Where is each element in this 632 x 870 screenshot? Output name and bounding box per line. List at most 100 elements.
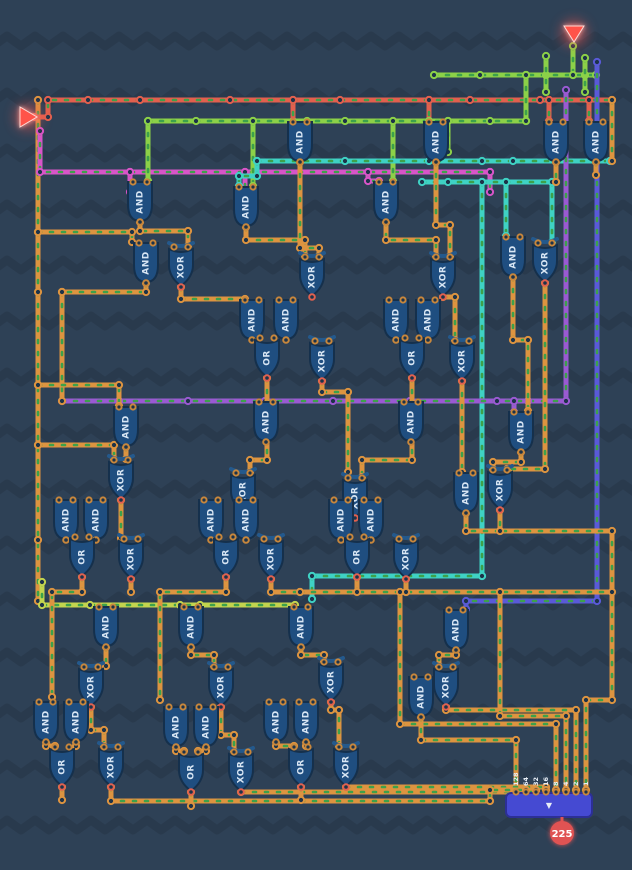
gate-input-pin[interactable] xyxy=(110,456,118,464)
and-gate[interactable]: AND xyxy=(287,118,313,166)
wire-junction[interactable] xyxy=(551,177,561,187)
input-switch-icon[interactable] xyxy=(563,25,585,43)
gate-input-pin[interactable] xyxy=(120,535,128,543)
wire-junction[interactable] xyxy=(43,112,53,122)
xor-gate[interactable]: XOR xyxy=(117,533,145,583)
wire-junction[interactable] xyxy=(37,600,47,610)
gate-input-pin[interactable] xyxy=(165,703,173,711)
gate-input-pin[interactable] xyxy=(425,118,433,126)
wire-junction[interactable] xyxy=(135,226,145,236)
and-gate[interactable]: AND xyxy=(508,408,534,456)
and-gate[interactable]: AND xyxy=(415,296,441,344)
wire-junction[interactable] xyxy=(461,596,471,606)
gate-input-pin[interactable] xyxy=(244,748,252,756)
gate-input-pin[interactable] xyxy=(200,496,208,504)
gate-output-pin[interactable] xyxy=(592,158,600,166)
wire-junction[interactable] xyxy=(561,396,571,406)
gate-input-pin[interactable] xyxy=(439,118,447,126)
wire-junction[interactable] xyxy=(352,587,362,597)
and-gate[interactable]: AND xyxy=(253,398,279,446)
wire-junction[interactable] xyxy=(516,457,526,467)
gate-output-pin[interactable] xyxy=(439,293,447,301)
gate-input-pin[interactable] xyxy=(290,743,298,751)
gate-output-pin[interactable] xyxy=(122,443,130,451)
and-gate[interactable]: AND xyxy=(453,469,479,517)
wire-junction[interactable] xyxy=(395,587,405,597)
gate-input-pin[interactable] xyxy=(295,698,303,706)
wire-junction[interactable] xyxy=(334,705,344,715)
gate-input-pin[interactable] xyxy=(214,496,222,504)
gate-output-pin[interactable] xyxy=(296,158,304,166)
wire-junction[interactable] xyxy=(307,571,317,581)
wire-junction[interactable] xyxy=(477,156,487,166)
gate-input-pin[interactable] xyxy=(417,296,425,304)
wire-junction[interactable] xyxy=(109,440,119,450)
wire-junction[interactable] xyxy=(229,730,239,740)
wire-junction[interactable] xyxy=(568,70,578,80)
gate-input-pin[interactable] xyxy=(360,533,368,541)
gate-input-pin[interactable] xyxy=(516,233,524,241)
wire-junction[interactable] xyxy=(127,227,137,237)
wire-junction[interactable] xyxy=(191,116,201,126)
wire-junction[interactable] xyxy=(511,735,521,745)
gate-input-pin[interactable] xyxy=(35,698,43,706)
wire-junction[interactable] xyxy=(176,294,186,304)
wire-junction[interactable] xyxy=(580,87,590,97)
wire-junction[interactable] xyxy=(388,116,398,126)
input-switch-icon[interactable] xyxy=(19,106,38,128)
gate-input-pin[interactable] xyxy=(179,703,187,711)
gate-input-pin[interactable] xyxy=(69,496,77,504)
gate-output-pin[interactable] xyxy=(458,377,466,385)
wire-junction[interactable] xyxy=(77,587,87,597)
gate-input-pin[interactable] xyxy=(256,334,264,342)
and-gate[interactable]: AND xyxy=(233,183,259,231)
gate-output-pin[interactable] xyxy=(207,536,215,544)
and-gate[interactable]: AND xyxy=(358,496,384,544)
wire-junction[interactable] xyxy=(85,600,95,610)
wire-junction[interactable] xyxy=(509,396,519,406)
gate-input-pin[interactable] xyxy=(180,603,188,611)
gate-input-pin[interactable] xyxy=(349,743,357,751)
gate-output-pin[interactable] xyxy=(382,218,390,226)
wire[interactable] xyxy=(37,128,493,175)
gate-output-pin[interactable] xyxy=(297,643,305,651)
wire-junction[interactable] xyxy=(492,396,502,406)
gate-input-pin[interactable] xyxy=(129,178,137,186)
and-gate[interactable]: AND xyxy=(263,698,289,746)
gate-input-pin[interactable] xyxy=(55,496,63,504)
gate-input-pin[interactable] xyxy=(304,743,312,751)
gate-input-pin[interactable] xyxy=(344,496,352,504)
gate-input-pin[interactable] xyxy=(502,233,510,241)
and-gate[interactable]: AND xyxy=(373,178,399,226)
or-gate[interactable]: OR xyxy=(254,334,280,382)
wire-junction[interactable] xyxy=(607,587,617,597)
wire-junction[interactable] xyxy=(541,87,551,97)
and-gate[interactable]: AND xyxy=(583,118,609,166)
gate-input-pin[interactable] xyxy=(269,398,277,406)
or-gate[interactable]: OR xyxy=(344,533,370,581)
wire-junction[interactable] xyxy=(33,535,43,545)
gate-input-pin[interactable] xyxy=(445,606,453,614)
gate-input-pin[interactable] xyxy=(489,466,497,474)
wire-junction[interactable] xyxy=(241,235,251,245)
wire-junction[interactable] xyxy=(307,594,317,604)
xor-gate[interactable]: XOR xyxy=(97,741,125,791)
gate-input-pin[interactable] xyxy=(401,334,409,342)
gate-input-pin[interactable] xyxy=(80,663,88,671)
wire-junction[interactable] xyxy=(186,801,196,811)
xor-gate[interactable]: XOR xyxy=(308,335,336,385)
wire-junction[interactable] xyxy=(431,220,441,230)
gate-input-pin[interactable] xyxy=(209,703,217,711)
and-gate[interactable]: AND xyxy=(383,296,409,344)
wire-junction[interactable] xyxy=(47,587,57,597)
gate-output-pin[interactable] xyxy=(402,575,410,583)
wire-junction[interactable] xyxy=(450,292,460,302)
wire-junction[interactable] xyxy=(155,695,165,705)
wire-junction[interactable] xyxy=(252,156,262,166)
wire-junction[interactable] xyxy=(340,116,350,126)
wire-junction[interactable] xyxy=(580,53,590,63)
gate-output-pin[interactable] xyxy=(78,573,86,581)
gate-output-pin[interactable] xyxy=(242,536,250,544)
gate-output-pin[interactable] xyxy=(107,783,115,791)
